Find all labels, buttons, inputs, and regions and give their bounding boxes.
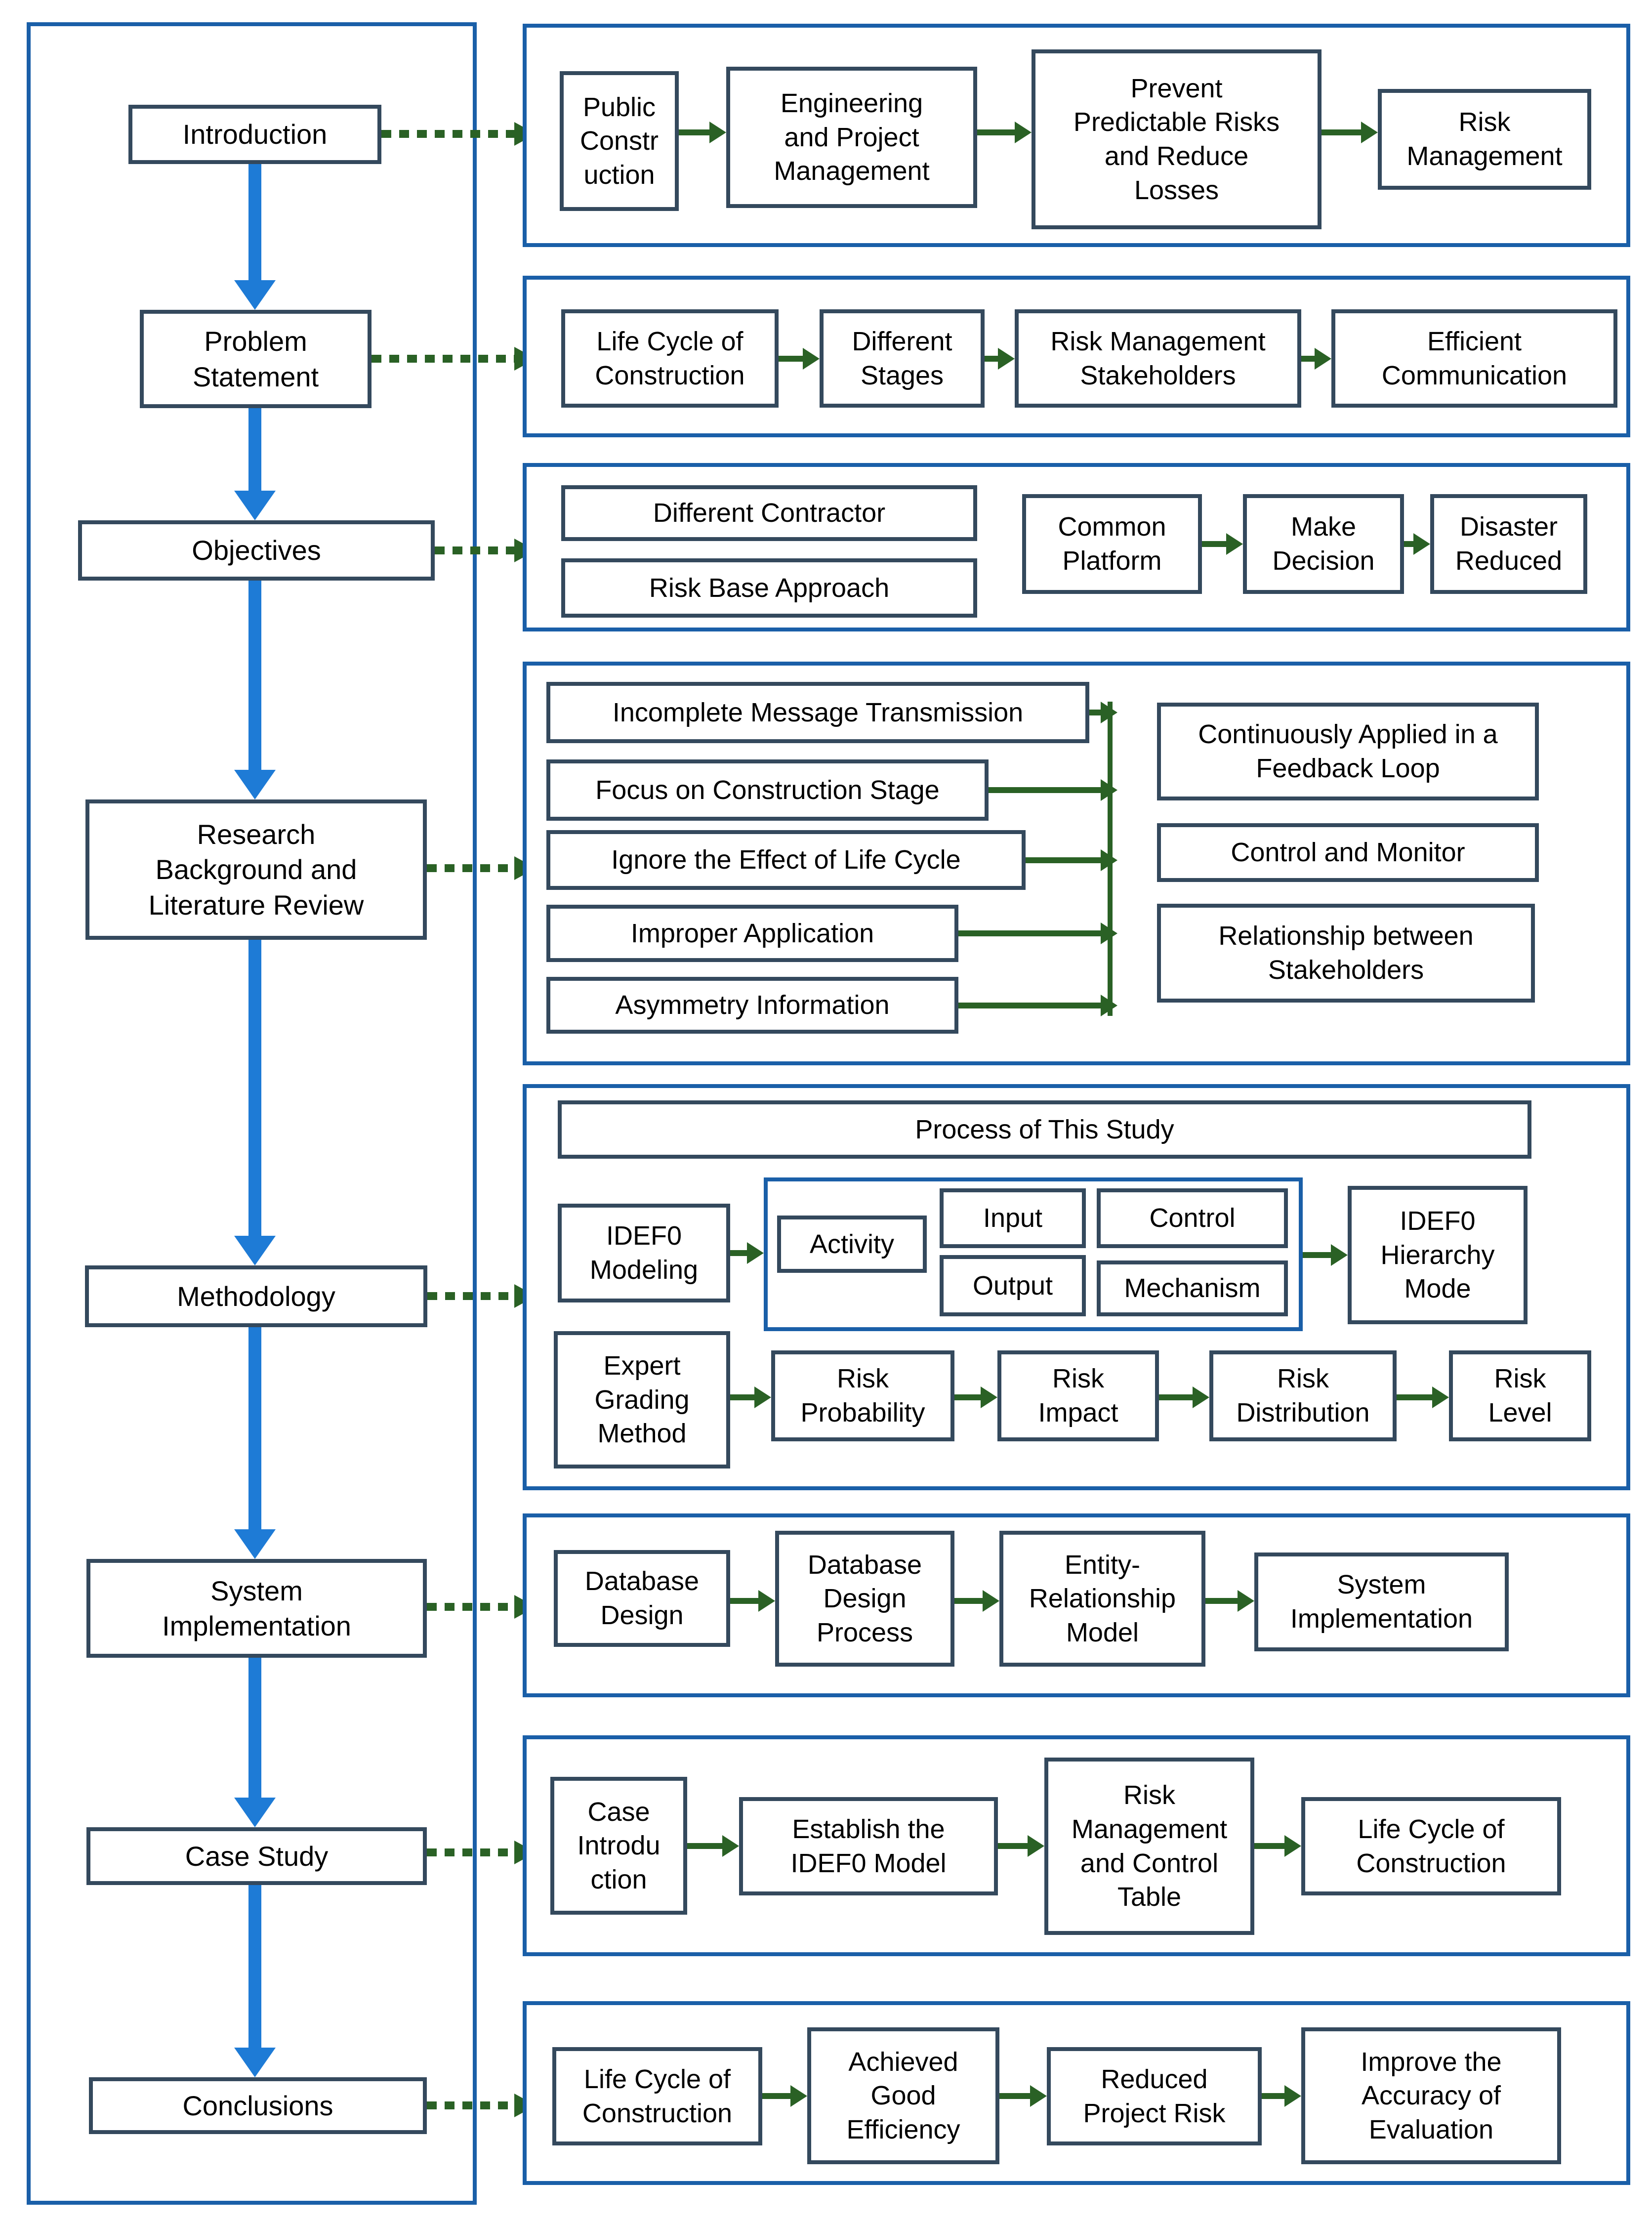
box-reduced-project-risk: Reduced Project Risk [1047, 2047, 1262, 2145]
spine-research-background: Research Background and Literature Revie… [85, 799, 427, 940]
flow-arrow-down [234, 1327, 276, 1559]
spine-introduction: Introduction [128, 105, 381, 164]
box-continuously-applied-feedback-loop: Continuously Applied in a Feedback Loop [1157, 703, 1539, 800]
link-arrow [1301, 348, 1331, 370]
box-idef0-modeling: IDEF0 Modeling [558, 1204, 730, 1302]
flow-arrow-down [234, 940, 276, 1265]
box-prevent-predictable-risks: Prevent Predictable Risks and Reduce Los… [1032, 49, 1322, 229]
box-relationship-between-stakeholders: Relationship between Stakeholders [1157, 904, 1535, 1003]
link-arrow [1404, 533, 1430, 555]
box-common-platform: Common Platform [1022, 494, 1202, 594]
box-engineering-project-management: Engineering and Project Management [726, 67, 977, 208]
dotted-link-arrow [372, 347, 536, 371]
box-input: Input [940, 1188, 1086, 1248]
box-risk-management-stakeholders: Risk Management Stakeholders [1015, 309, 1301, 408]
link-arrow [954, 1590, 999, 1612]
spine-system-implementation: System Implementation [86, 1559, 427, 1658]
flow-arrow-down [234, 1885, 276, 2077]
link-arrow [687, 1835, 739, 1857]
link-arrow [1159, 1386, 1209, 1408]
link-arrow [958, 995, 1117, 1016]
link-arrow [730, 1386, 771, 1408]
dotted-link-arrow [435, 539, 536, 562]
link-arrow [730, 1590, 775, 1612]
box-output: Output [940, 1255, 1086, 1316]
box-life-cycle-construction-case: Life Cycle of Construction [1301, 1797, 1561, 1895]
box-control: Control [1097, 1188, 1288, 1248]
box-activity: Activity [777, 1216, 927, 1273]
box-risk-management-control-table: Risk Management and Control Table [1044, 1758, 1254, 1935]
box-incomplete-message-transmission: Incomplete Message Transmission [546, 682, 1089, 743]
dotted-link-arrow [381, 122, 536, 146]
box-risk-base-approach: Risk Base Approach [561, 558, 977, 618]
box-public-construction: Public Constr uction [560, 71, 679, 211]
box-disaster-reduced: Disaster Reduced [1430, 494, 1587, 594]
box-database-design-process: Database Design Process [775, 1531, 954, 1667]
flow-arrow-down [234, 1658, 276, 1827]
dotted-link-arrow [427, 856, 536, 880]
box-improper-application: Improper Application [546, 905, 958, 962]
link-arrow [762, 2085, 807, 2107]
box-control-and-monitor: Control and Monitor [1157, 823, 1539, 882]
box-mechanism: Mechanism [1097, 1260, 1288, 1316]
box-expert-grading-method: Expert Grading Method [554, 1331, 730, 1469]
box-process-of-this-study: Process of This Study [558, 1100, 1531, 1159]
box-risk-distribution: Risk Distribution [1209, 1350, 1397, 1441]
link-arrow [779, 348, 820, 370]
flow-arrow-down [234, 408, 276, 520]
box-database-design: Database Design [554, 1550, 730, 1647]
link-arrow [1026, 849, 1117, 871]
link-arrow [958, 923, 1117, 944]
link-arrow [1397, 1386, 1449, 1408]
box-focus-on-construction-stage: Focus on Construction Stage [546, 759, 989, 821]
box-different-stages: Different Stages [820, 309, 985, 408]
dotted-link-arrow [427, 2094, 536, 2117]
box-asymmetry-information: Asymmetry Information [546, 977, 958, 1034]
link-arrow [977, 122, 1032, 143]
box-idef0-hierarchy-mode: IDEF0 Hierarchy Mode [1348, 1186, 1528, 1324]
box-ignore-effect-of-life-cycle: Ignore the Effect of Life Cycle [546, 830, 1026, 890]
link-arrow [989, 779, 1117, 801]
box-make-decision: Make Decision [1243, 494, 1404, 594]
dotted-link-arrow [427, 1595, 536, 1619]
link-arrow [1205, 1590, 1254, 1612]
link-arrow [998, 1835, 1044, 1857]
box-establish-idef0-model: Establish the IDEF0 Model [739, 1797, 998, 1895]
box-risk-level: Risk Level [1449, 1350, 1591, 1441]
spine-objectives: Objectives [78, 520, 435, 581]
link-arrow [1254, 1835, 1301, 1857]
flow-arrow-down [234, 164, 276, 310]
link-arrow [1322, 122, 1378, 143]
box-improve-accuracy-evaluation: Improve the Accuracy of Evaluation [1301, 2027, 1561, 2164]
spine-problem-statement: Problem Statement [140, 310, 372, 408]
box-entity-relationship-model: Entity-Relationship Model [999, 1531, 1205, 1667]
spine-methodology: Methodology [85, 1265, 427, 1327]
box-life-cycle-construction-conclusion: Life Cycle of Construction [552, 2047, 762, 2145]
box-case-introduction: Case Introdu ction [550, 1777, 687, 1915]
dotted-link-arrow [427, 1841, 536, 1864]
box-risk-impact: Risk Impact [997, 1350, 1159, 1441]
box-risk-management: Risk Management [1378, 89, 1591, 190]
link-arrow [999, 2085, 1047, 2107]
spine-conclusions: Conclusions [89, 2077, 427, 2134]
dotted-link-arrow [427, 1284, 536, 1308]
link-arrow [730, 1242, 764, 1264]
link-arrow [954, 1386, 997, 1408]
spine-case-study: Case Study [86, 1827, 427, 1885]
link-arrow [985, 348, 1015, 370]
link-arrow [1089, 702, 1117, 723]
link-arrow [1202, 533, 1243, 555]
box-achieved-good-efficiency: Achieved Good Efficiency [807, 2027, 999, 2164]
link-arrow [679, 122, 726, 143]
box-risk-probability: Risk Probability [771, 1350, 954, 1441]
link-arrow [1262, 2085, 1301, 2107]
box-efficient-communication: Efficient Communication [1331, 309, 1617, 408]
box-system-implementation: System Implementation [1254, 1553, 1509, 1651]
box-life-cycle-of-construction: Life Cycle of Construction [561, 309, 779, 408]
box-different-contractor: Different Contractor [561, 485, 977, 541]
link-arrow [1303, 1244, 1348, 1266]
flow-arrow-down [234, 581, 276, 799]
